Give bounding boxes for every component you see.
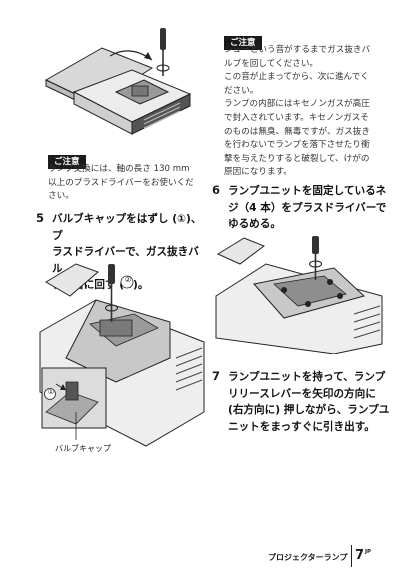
footer-section-title: プロジェクターランプ bbox=[268, 553, 348, 562]
step5-illustration bbox=[36, 262, 206, 447]
caution-badge: ご注意 bbox=[224, 36, 262, 50]
step-text: ランプユニットを持って、ランプ リリースレバーを矢印の方向に (右方向に) 押し… bbox=[228, 371, 390, 433]
caution-note-left: ご注意 bbox=[48, 149, 86, 169]
caution-text-right: シューという音がするまでガス抜きバ ルブを回してください。 この音が止まってから… bbox=[224, 45, 371, 178]
caution-text-left: ランプ交換には、軸の長さ 130 mm 以上のプラスドライバーをお使いくだ さい… bbox=[48, 164, 194, 202]
page-number: 7 bbox=[355, 548, 365, 563]
projector-lid-open-illustration bbox=[40, 28, 200, 137]
page-lang: JP bbox=[365, 549, 372, 555]
valve-cap-label: バルブキャップ bbox=[55, 444, 111, 453]
callout-2: ② bbox=[124, 275, 132, 284]
caution-note-right: ご注意 bbox=[224, 30, 262, 50]
footer-divider bbox=[351, 545, 352, 567]
step6-illustration bbox=[214, 236, 384, 354]
step-6: 6 ランプユニットを固定しているネ ジ（4 本）をプラスドライバーで ゆるめる。 bbox=[212, 183, 398, 237]
step-text: ランプユニットを固定しているネ ジ（4 本）をプラスドライバーで ゆるめる。 bbox=[228, 185, 387, 230]
callout-1: ① bbox=[47, 387, 55, 396]
step-7: 7 ランプユニットを持って、ランプ リリースレバーを矢印の方向に (右方向に) … bbox=[212, 369, 398, 439]
step-number: 5 bbox=[36, 211, 45, 225]
caution-badge: ご注意 bbox=[48, 155, 86, 169]
step-number: 6 bbox=[212, 183, 221, 197]
step-number: 7 bbox=[212, 369, 221, 383]
step-5: 5 バルブキャップをはずし (①)、プ ラスドライバーで、ガス抜きバル ブを右に… bbox=[36, 211, 208, 291]
